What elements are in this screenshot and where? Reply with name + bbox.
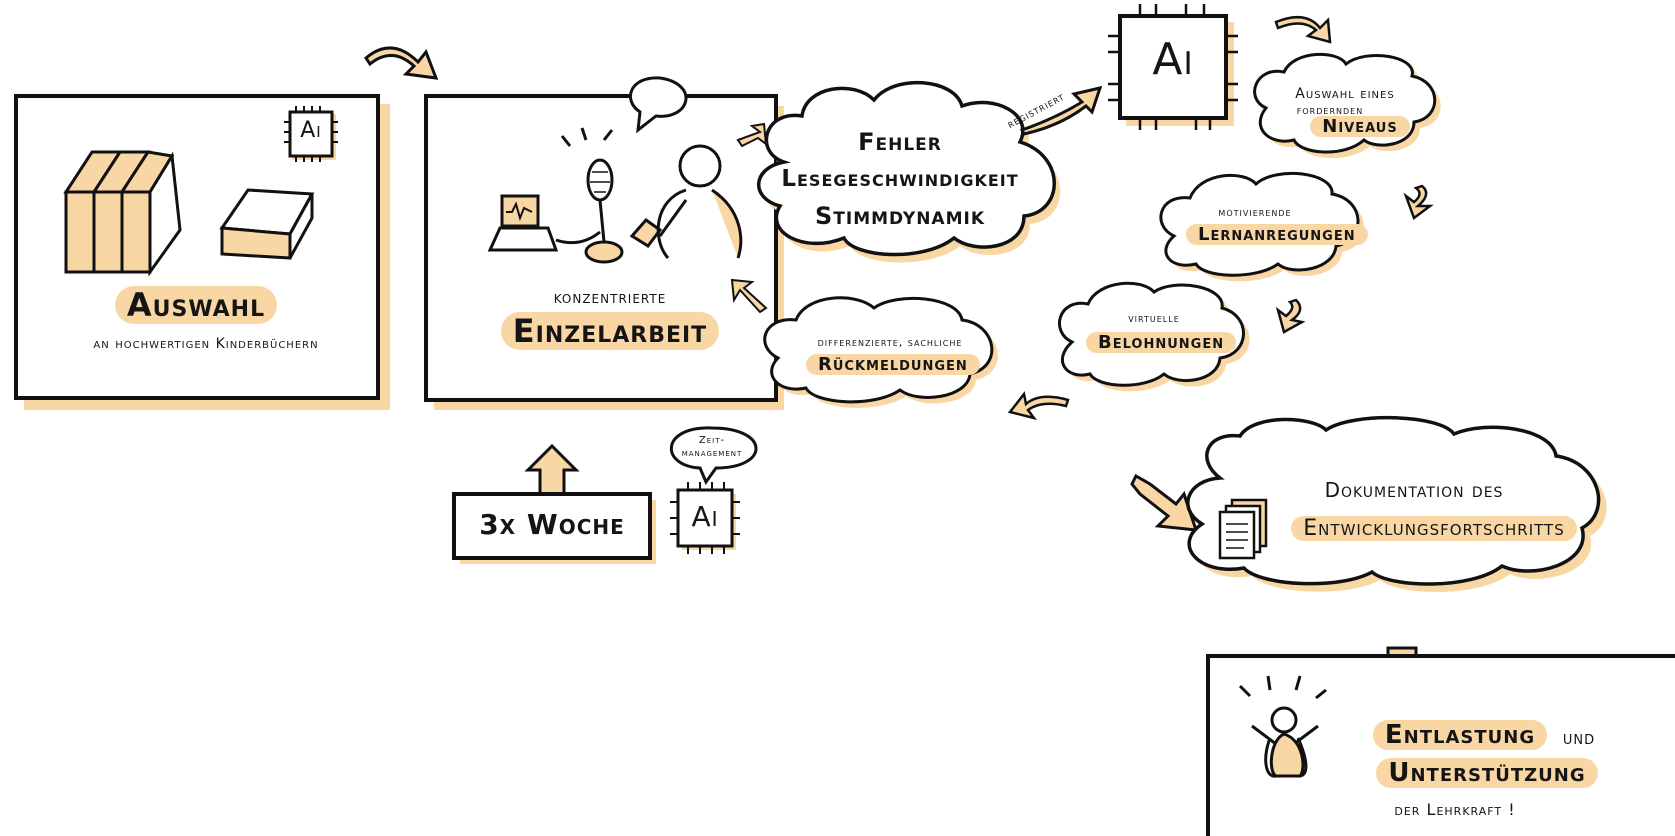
registered-metrics-cloud	[757, 80, 1061, 263]
relief-line2: Unterstützung	[1370, 758, 1604, 788]
reader-figure-icon	[629, 144, 743, 259]
level-line1: Auswahl eines	[1295, 86, 1395, 102]
arrow-icon	[1275, 298, 1306, 334]
focused-work-title: Einzelarbeit	[460, 312, 760, 350]
rewards-line2: Belohnungen	[1086, 332, 1237, 353]
metrics-line3: Stimmdynamik	[814, 202, 986, 230]
schedule-label: 3x Woche	[479, 508, 625, 541]
joyful-person-icon	[1238, 675, 1327, 778]
arrow-icon	[736, 122, 768, 148]
focused-work-panel	[424, 76, 784, 410]
arrow-icon	[1403, 184, 1434, 221]
time-management-bubble: Zeit-management	[681, 435, 743, 459]
arrow-icon	[1007, 391, 1070, 421]
schedule-box	[452, 426, 758, 564]
laptop-icon	[487, 194, 601, 252]
microphone-icon	[560, 127, 624, 264]
selection-title: Auswahl	[92, 286, 300, 324]
documentation-line2: Entwicklungsfortschritts	[1284, 516, 1584, 541]
motivation-line1: motivierende	[1218, 206, 1292, 219]
arrow-icon	[730, 278, 768, 314]
ai-chip-icon	[1108, 4, 1238, 130]
feedback-cloud	[763, 296, 998, 408]
arrow-icon	[364, 46, 439, 80]
big-chip-label: Ai	[1152, 34, 1194, 85]
relief-line1b: und	[1562, 728, 1596, 749]
level-line3: Niveaus	[1300, 116, 1420, 137]
ai-chip-label: Ai	[300, 118, 322, 143]
arrow-icon	[1019, 85, 1103, 136]
level-line2: fordernden	[1296, 104, 1364, 117]
feedback-line1: differenzierte, sachliche	[817, 336, 963, 349]
books-icon	[63, 150, 182, 277]
documentation-line1: Dokumentation des	[1324, 478, 1504, 502]
book-icon	[219, 188, 315, 260]
arrow-icon	[1274, 15, 1332, 44]
arrow-icon	[1130, 473, 1199, 532]
metrics-line2: Lesegeschwindigkeit	[781, 166, 1019, 192]
selection-panel	[14, 94, 390, 410]
feedback-line2: Rückmeldungen	[806, 354, 980, 375]
documentation-cloud	[1186, 415, 1607, 593]
rewards-line1: virtuelle	[1128, 312, 1180, 325]
relief-line1: Entlastung	[1370, 720, 1550, 750]
relief-line3: der Lehrkraft !	[1394, 800, 1516, 819]
metrics-line1: Fehler	[858, 128, 942, 156]
ai-chip-icon	[284, 106, 338, 162]
focused-work-line1: konzentrierte	[553, 288, 667, 308]
schedule-chip-label: Ai	[691, 500, 719, 533]
arrow-icon	[524, 443, 580, 496]
documents-icon	[1218, 498, 1268, 560]
speech-bubble-icon	[670, 426, 758, 486]
motivation-line2: Lernanregungen	[1186, 224, 1368, 245]
selection-subtitle: an hochwertigen Kinderbüchern	[93, 336, 319, 352]
speech-bubble-icon	[629, 76, 688, 134]
